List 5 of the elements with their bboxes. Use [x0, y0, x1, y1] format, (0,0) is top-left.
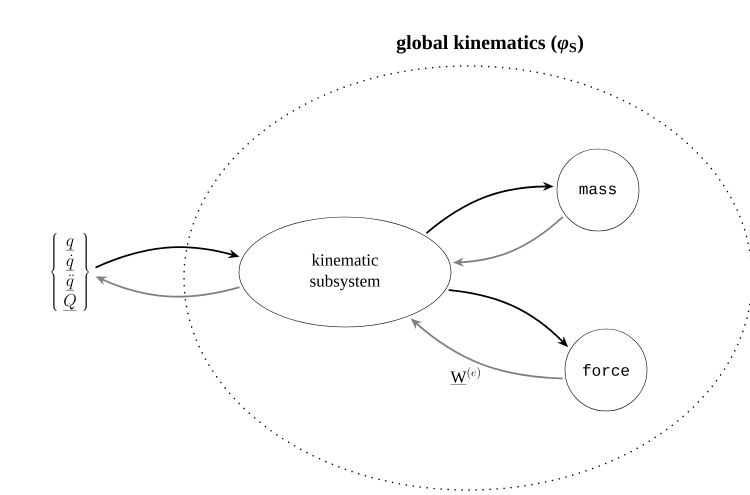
circle-node: mass: [556, 148, 640, 232]
edge-label: $\underline{\mathrm{W}}^{(e)}$: [450, 367, 480, 384]
circle-node: force: [564, 328, 648, 412]
title: global kinematics (φ$_{S}$): [396, 35, 583, 54]
vector-formula: $\left\{\begin{array}{c}\underline{q}\\ \underline{\dot{q}}\\ \underline{\ddot{q}}\\ \underline{Q}\end{array}\right\}$: [51, 233, 89, 311]
